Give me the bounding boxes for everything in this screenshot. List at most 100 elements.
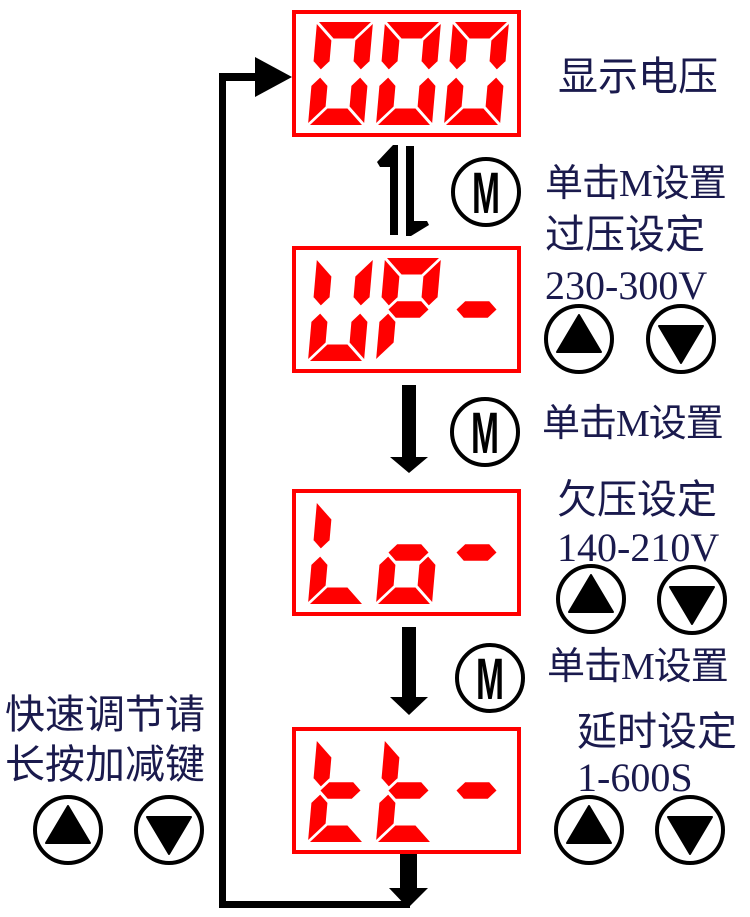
mode-key-icon: M xyxy=(450,397,520,467)
segment-a xyxy=(387,22,439,39)
loop-back-arrow-icon xyxy=(219,57,410,908)
display-panel-under-voltage xyxy=(292,489,521,616)
segment-f xyxy=(381,741,400,787)
segment-e xyxy=(376,556,396,602)
step-range: 1-600S xyxy=(577,755,693,800)
segment-g xyxy=(388,544,429,561)
up-key-icon xyxy=(556,564,626,634)
down-arrow-icon xyxy=(390,385,428,473)
down-arrow-icon xyxy=(390,627,428,715)
segment-f xyxy=(313,260,332,306)
segment-b xyxy=(353,260,373,306)
segment-d xyxy=(309,587,362,604)
up-key-icon xyxy=(33,795,103,865)
segment-f xyxy=(313,503,332,549)
seven-segment-digit xyxy=(376,22,441,125)
seven-segment-digit xyxy=(376,741,430,842)
segment-f xyxy=(381,24,400,70)
segment-b xyxy=(489,24,509,70)
up-key-icon xyxy=(554,795,624,865)
mode-key-letter: M xyxy=(471,401,499,466)
segment-e xyxy=(308,313,328,359)
segment-f xyxy=(313,741,332,787)
segment-g xyxy=(388,782,429,799)
step-range: 140-210V xyxy=(557,525,720,570)
segment-b xyxy=(421,24,441,70)
seven-segment-digit xyxy=(308,260,373,361)
segment-c xyxy=(417,556,436,602)
segment-g xyxy=(388,301,429,318)
transition-label: 单击M设置 xyxy=(545,163,727,205)
segment-f xyxy=(313,24,332,70)
segment-c xyxy=(349,313,368,359)
mode-key-letter: M xyxy=(472,161,500,226)
loop-top-line xyxy=(219,73,259,81)
segment-e xyxy=(308,794,328,840)
segment-d xyxy=(377,825,430,842)
loop-bottom-line xyxy=(219,901,410,908)
segment-e xyxy=(308,556,328,602)
segment-d xyxy=(309,825,362,842)
step-title: 延时设定 xyxy=(577,709,737,754)
segment-g xyxy=(456,544,497,561)
transition-label: 单击M设置 xyxy=(547,646,729,688)
step-range: 230-300V xyxy=(545,263,708,308)
fast-adjust-note-line1: 快速调节请 xyxy=(5,692,205,737)
segment-d xyxy=(309,344,362,361)
loop-vertical-line xyxy=(219,73,226,908)
segment-g xyxy=(456,782,497,799)
segment-e xyxy=(444,77,464,123)
seven-segment-readout xyxy=(308,22,509,125)
display-panel-over-voltage xyxy=(292,246,521,373)
segment-a xyxy=(319,22,371,39)
fast-adjust-note-line2: 长按加减键 xyxy=(5,742,205,787)
seven-segment-digit xyxy=(308,741,362,842)
segment-d xyxy=(377,108,430,125)
seven-segment-readout xyxy=(308,741,497,842)
segment-g xyxy=(456,301,497,318)
mode-key-icon: M xyxy=(455,643,525,713)
seven-segment-digit xyxy=(308,22,373,125)
segment-c xyxy=(349,77,368,123)
display-panel-voltage xyxy=(292,10,521,137)
segment-e xyxy=(308,77,328,123)
segment-c xyxy=(485,77,504,123)
seven-segment-digit xyxy=(456,544,497,561)
seven-segment-digit xyxy=(456,782,497,799)
segment-f xyxy=(381,260,400,306)
arrowhead-right-icon xyxy=(255,57,292,97)
display-panel-delay xyxy=(292,727,521,854)
segment-b xyxy=(353,24,373,70)
down-key-icon xyxy=(655,795,725,865)
segment-d xyxy=(445,108,498,125)
up-key-icon xyxy=(544,304,614,374)
segment-e xyxy=(376,313,396,359)
step-title: 过压设定 xyxy=(545,212,705,257)
seven-segment-readout xyxy=(308,258,497,361)
half-arrow-down-icon xyxy=(406,146,429,236)
seven-segment-digit xyxy=(308,503,362,604)
mode-key-icon: M xyxy=(451,157,521,227)
segment-a xyxy=(387,258,439,275)
exit-down-arrow-icon xyxy=(389,852,428,908)
down-key-icon xyxy=(646,304,716,374)
down-key-icon xyxy=(657,565,727,635)
segment-b xyxy=(421,260,441,306)
segment-d xyxy=(309,108,362,125)
seven-segment-digit xyxy=(444,22,509,125)
seven-segment-digit xyxy=(376,258,441,359)
step-title: 欠压设定 xyxy=(557,477,717,522)
transition-label: 单击M设置 xyxy=(542,403,724,445)
seven-segment-digit xyxy=(376,544,436,604)
step-title: 显示电压 xyxy=(558,54,718,99)
half-arrow-up-icon xyxy=(377,145,398,235)
segment-e xyxy=(376,77,396,123)
segment-c xyxy=(417,77,436,123)
segment-e xyxy=(376,794,396,840)
segment-a xyxy=(455,22,507,39)
segment-f xyxy=(449,24,468,70)
segment-g xyxy=(320,782,361,799)
mode-key-letter: M xyxy=(476,647,504,712)
